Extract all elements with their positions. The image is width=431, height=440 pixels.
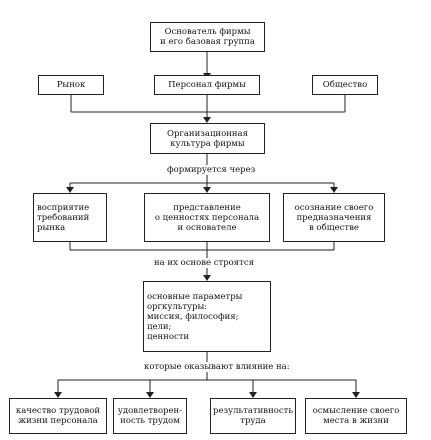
perception-box: восприятие требований рынка <box>33 193 107 242</box>
market-text: Рынок <box>56 80 86 90</box>
arrowhead <box>249 392 257 398</box>
founder-box: Основатель фирмы и его базовая группа <box>150 22 265 52</box>
arrowhead <box>203 187 211 193</box>
params-text: основные параметры оргкультуры: миссия, … <box>147 291 243 342</box>
meaning-text: осмысление своего места в жизни <box>312 406 400 426</box>
arrowhead <box>330 187 338 193</box>
market-box: Рынок <box>38 75 104 95</box>
arrowhead <box>66 187 74 193</box>
arrowhead <box>146 392 154 398</box>
arrowhead <box>54 392 62 398</box>
org-culture-box: Организационная культура фирмы <box>150 123 265 154</box>
personnel-box: Персонал фирмы <box>154 75 260 95</box>
arrowhead <box>203 117 211 123</box>
params-box: основные параметры оргкультуры: миссия, … <box>143 281 271 352</box>
awareness-text: осознание своего предназначения в общест… <box>294 202 374 233</box>
awareness-box: осознание своего предназначения в общест… <box>283 193 385 242</box>
society-text: Общество <box>322 80 368 90</box>
quality-text: качество трудовой жизни персонала <box>15 406 101 426</box>
arrowhead <box>352 392 360 398</box>
values-idea-box: представление о ценностях персонала и ос… <box>144 193 270 242</box>
founder-text: Основатель фирмы и его базовая группа <box>160 27 255 47</box>
org-culture-text: Организационная культура фирмы <box>167 128 248 149</box>
perception-text: восприятие требований рынка <box>37 202 90 233</box>
values-idea-text: представление о ценностях персонала и ос… <box>154 202 260 233</box>
quality-box: качество трудовой жизни персонала <box>9 398 107 434</box>
arrowhead <box>203 275 211 281</box>
built-on-label: на их основе строятся <box>152 258 256 268</box>
society-box: Общество <box>312 75 378 95</box>
formed-through-label: формируется через <box>165 165 258 175</box>
influence-label: которые оказывают влияние на: <box>142 362 292 372</box>
results-box: результативность труда <box>210 398 296 434</box>
satisfaction-box: удовлетворен- ность трудом <box>113 398 187 434</box>
meaning-box: осмысление своего места в жизни <box>305 398 407 434</box>
satisfaction-text: удовлетворен- ность трудом <box>117 406 183 426</box>
personnel-text: Персонал фирмы <box>168 80 246 90</box>
results-text: результативность труда <box>213 406 293 426</box>
